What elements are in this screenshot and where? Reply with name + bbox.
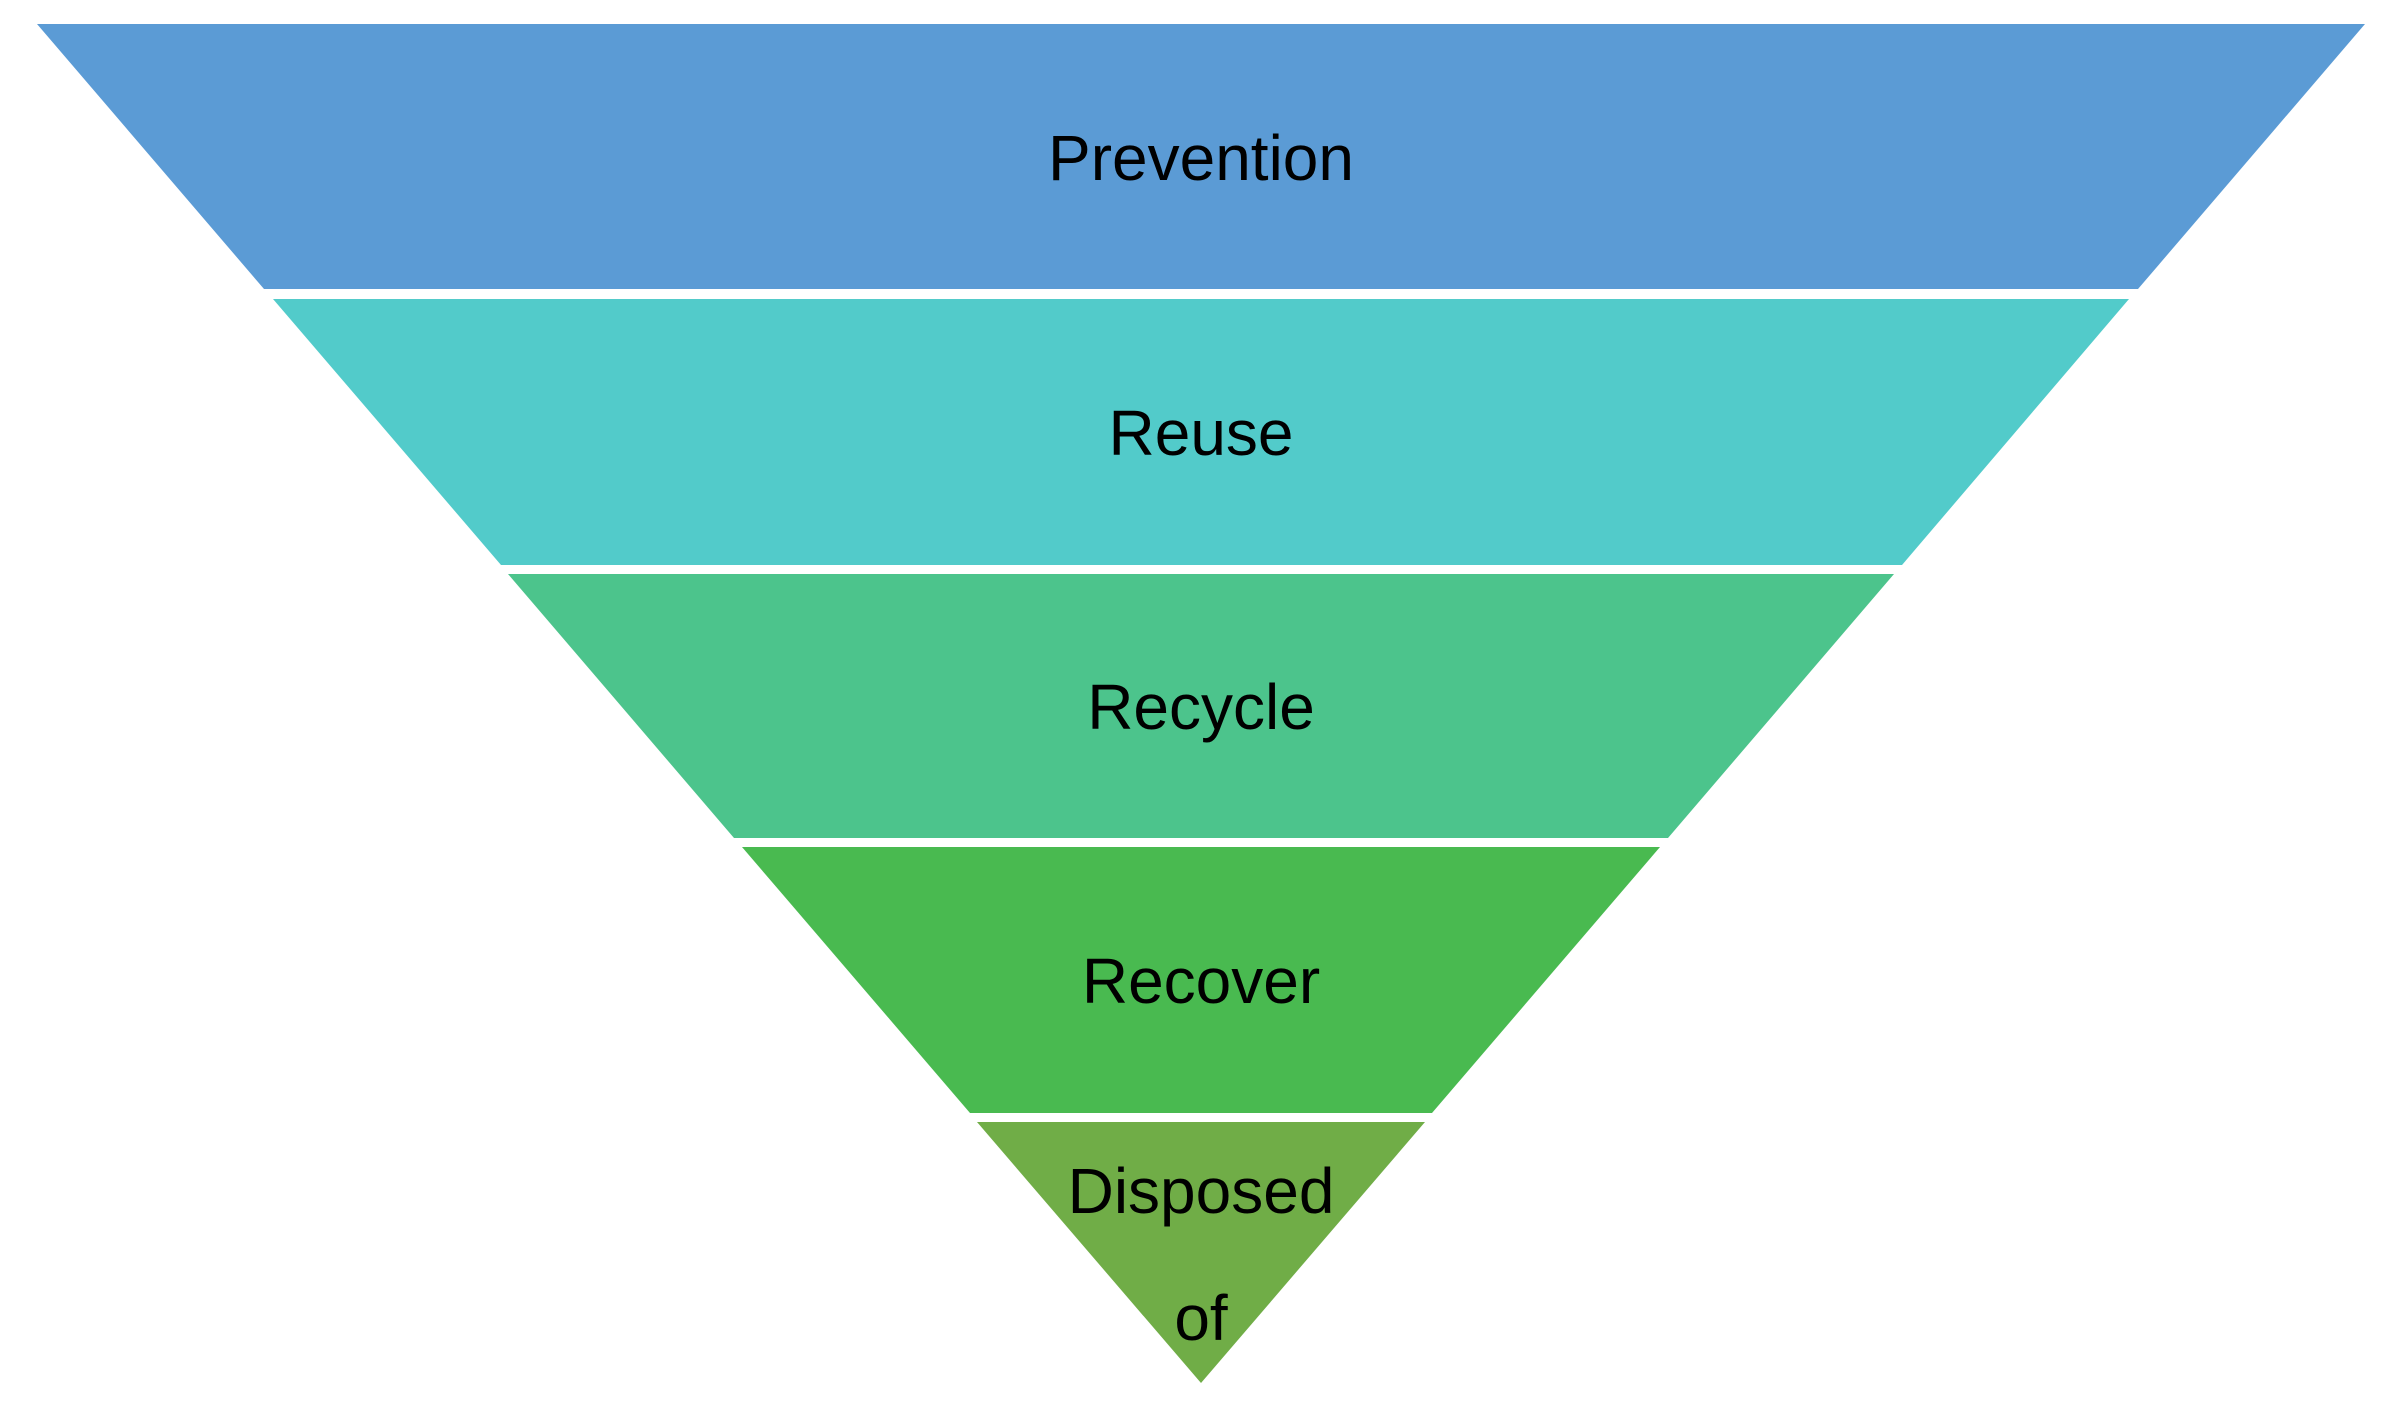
funnel-segment-recover: [742, 847, 1660, 1113]
funnel-segment-reuse: [273, 299, 2129, 565]
funnel-segment-disposed-of: [977, 1122, 1425, 1383]
funnel-label-recover: Recover: [1082, 945, 1320, 1017]
funnel-segment-prevention: [37, 24, 2365, 289]
funnel-segment-recycle: [508, 574, 1894, 838]
funnel-label-disposed-line2: of: [1174, 1282, 1228, 1354]
funnel-label-prevention: Prevention: [1048, 122, 1354, 194]
funnel-label-disposed-line1: Disposed: [1068, 1155, 1335, 1227]
funnel-label-reuse: Reuse: [1109, 397, 1294, 469]
funnel-label-recycle: Recycle: [1087, 671, 1315, 743]
